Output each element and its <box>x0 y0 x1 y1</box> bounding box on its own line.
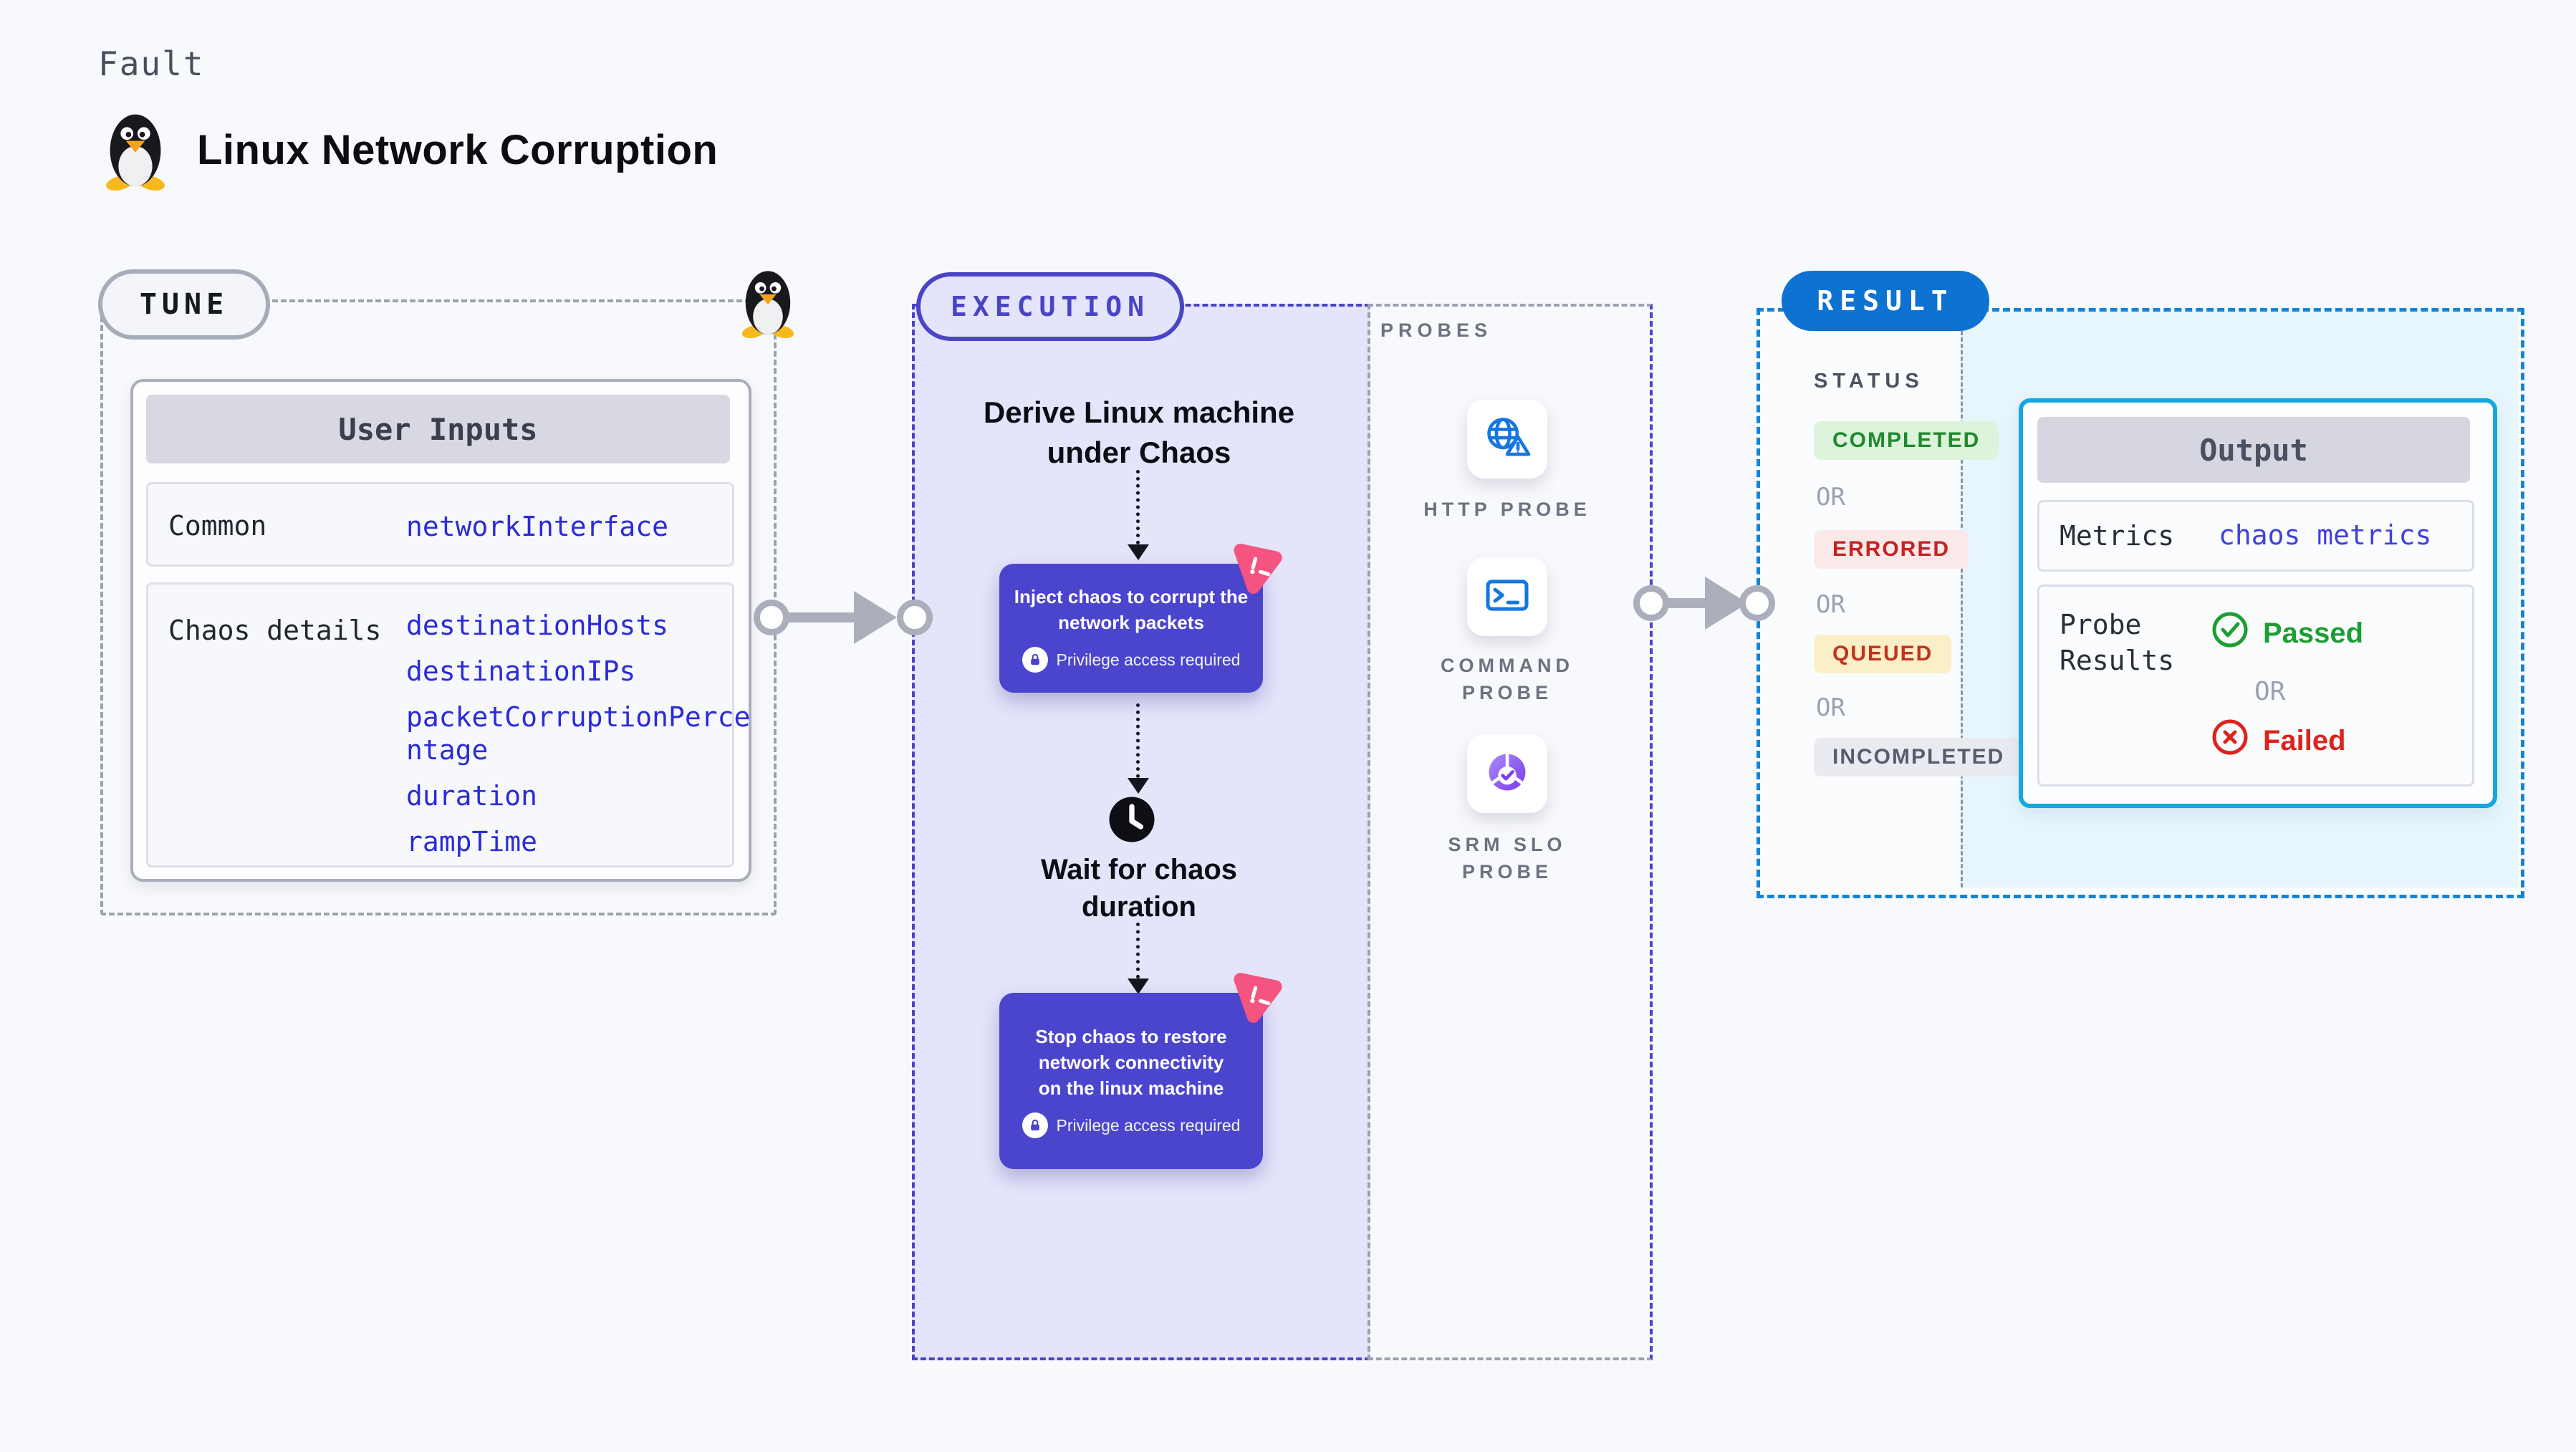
status-badge-queued: QUEUED <box>1814 635 1952 673</box>
user-inputs-title: User Inputs <box>146 395 730 463</box>
flow-arrowhead <box>1128 778 1149 794</box>
execution-label-pill: EXECUTION <box>916 272 1184 341</box>
fault-kicker: Fault <box>98 44 205 83</box>
stop-chaos-step: Stop chaos to restore network connectivi… <box>999 993 1263 1169</box>
flow-arrowhead <box>1128 544 1149 560</box>
derive-step-text: Derive Linux machine under Chaos <box>983 395 1295 469</box>
or-separator: OR <box>1816 590 1845 619</box>
terminal-icon <box>1481 569 1533 625</box>
input-value: packetCorruptionPercentage <box>406 701 751 766</box>
tune-label-pill: TUNE <box>98 269 270 340</box>
probes-section <box>1368 304 1653 1360</box>
privilege-note: Privilege access required <box>1022 647 1241 673</box>
probe-result-passed: Passed <box>2210 610 2363 657</box>
probe-name: COMMAND PROBE <box>1441 655 1574 703</box>
metrics-value: chaos metrics <box>2219 519 2432 551</box>
litmus-chaos-icon <box>1226 968 1287 1032</box>
input-value: duration <box>406 780 538 812</box>
tux-penguin-icon <box>98 106 173 194</box>
input-value: destinationHosts <box>406 610 669 641</box>
http-probe-card <box>1467 400 1547 479</box>
input-row-label: Common <box>168 510 267 542</box>
output-title: Output <box>2037 417 2470 483</box>
flow-connector <box>1136 470 1140 544</box>
input-row-values: destinationHosts destinationIPs packetCo… <box>406 609 764 871</box>
probe-name: SRM SLO PROBE <box>1448 834 1567 883</box>
or-separator: OR <box>1816 483 1845 511</box>
clock-icon <box>1106 794 1158 849</box>
status-badge-incompleted: INCOMPLETED <box>1814 738 2024 777</box>
result-label-pill: RESULT <box>1782 271 1989 331</box>
litmus-chaos-icon <box>1226 539 1287 602</box>
input-row-chaos-details: Chaos details destinationHosts destinati… <box>146 582 750 867</box>
input-row-values: networkInterface <box>406 510 764 556</box>
input-row-common: Common networkInterface <box>146 482 734 567</box>
privilege-note-text: Privilege access required <box>1056 1115 1241 1135</box>
flow-arrowhead <box>1128 979 1149 994</box>
status-badge-completed: COMPLETED <box>1814 421 1999 460</box>
or-separator: OR <box>1816 693 1845 722</box>
check-circle-icon <box>2210 610 2250 657</box>
input-value: rampTime <box>406 826 538 857</box>
probe-results-row: Probe Results Passed OR Failed <box>2037 585 2474 787</box>
failed-label: Failed <box>2263 724 2346 756</box>
privilege-note: Privilege access required <box>1022 1112 1241 1138</box>
flow-connector <box>1136 703 1140 778</box>
metrics-row: Metrics chaos metrics <box>2037 500 2474 572</box>
stop-chaos-text: Stop chaos to restore network connectivi… <box>1035 1026 1227 1099</box>
status-badge-errored: ERRORED <box>1814 530 1969 569</box>
input-value: networkInterface <box>406 511 669 542</box>
probe-result-failed: Failed <box>2210 717 2346 764</box>
privilege-note-text: Privilege access required <box>1056 650 1241 669</box>
lock-icon <box>1022 1112 1048 1138</box>
status-title: STATUS <box>1814 370 1924 393</box>
inject-chaos-text: Inject chaos to corrupt the network pack… <box>1014 586 1249 633</box>
x-circle-icon <box>2210 717 2250 764</box>
tux-penguin-icon <box>735 264 801 342</box>
passed-label: Passed <box>2263 617 2364 649</box>
wait-step-text: Wait for chaos duration <box>1040 854 1238 923</box>
probe-name: HTTP PROBE <box>1423 499 1591 520</box>
lock-icon <box>1022 647 1048 673</box>
page-title-row: Linux Network Corruption <box>98 106 718 194</box>
probe-results-label: Probe Results <box>2060 609 2175 676</box>
metrics-label: Metrics <box>2060 520 2175 552</box>
srm-slo-probe-card <box>1467 734 1547 813</box>
slo-donut-check-icon <box>1481 746 1534 802</box>
command-probe-card <box>1467 557 1547 636</box>
inject-chaos-step: Inject chaos to corrupt the network pack… <box>999 564 1263 693</box>
input-value: destinationIPs <box>406 655 636 687</box>
probes-title: PROBES <box>1380 319 1493 341</box>
input-row-label: Chaos details <box>168 615 382 646</box>
flow-connector <box>1136 923 1140 979</box>
globe-alert-icon <box>1481 411 1534 468</box>
or-separator: OR <box>2254 677 2286 706</box>
page-title: Linux Network Corruption <box>197 127 719 173</box>
